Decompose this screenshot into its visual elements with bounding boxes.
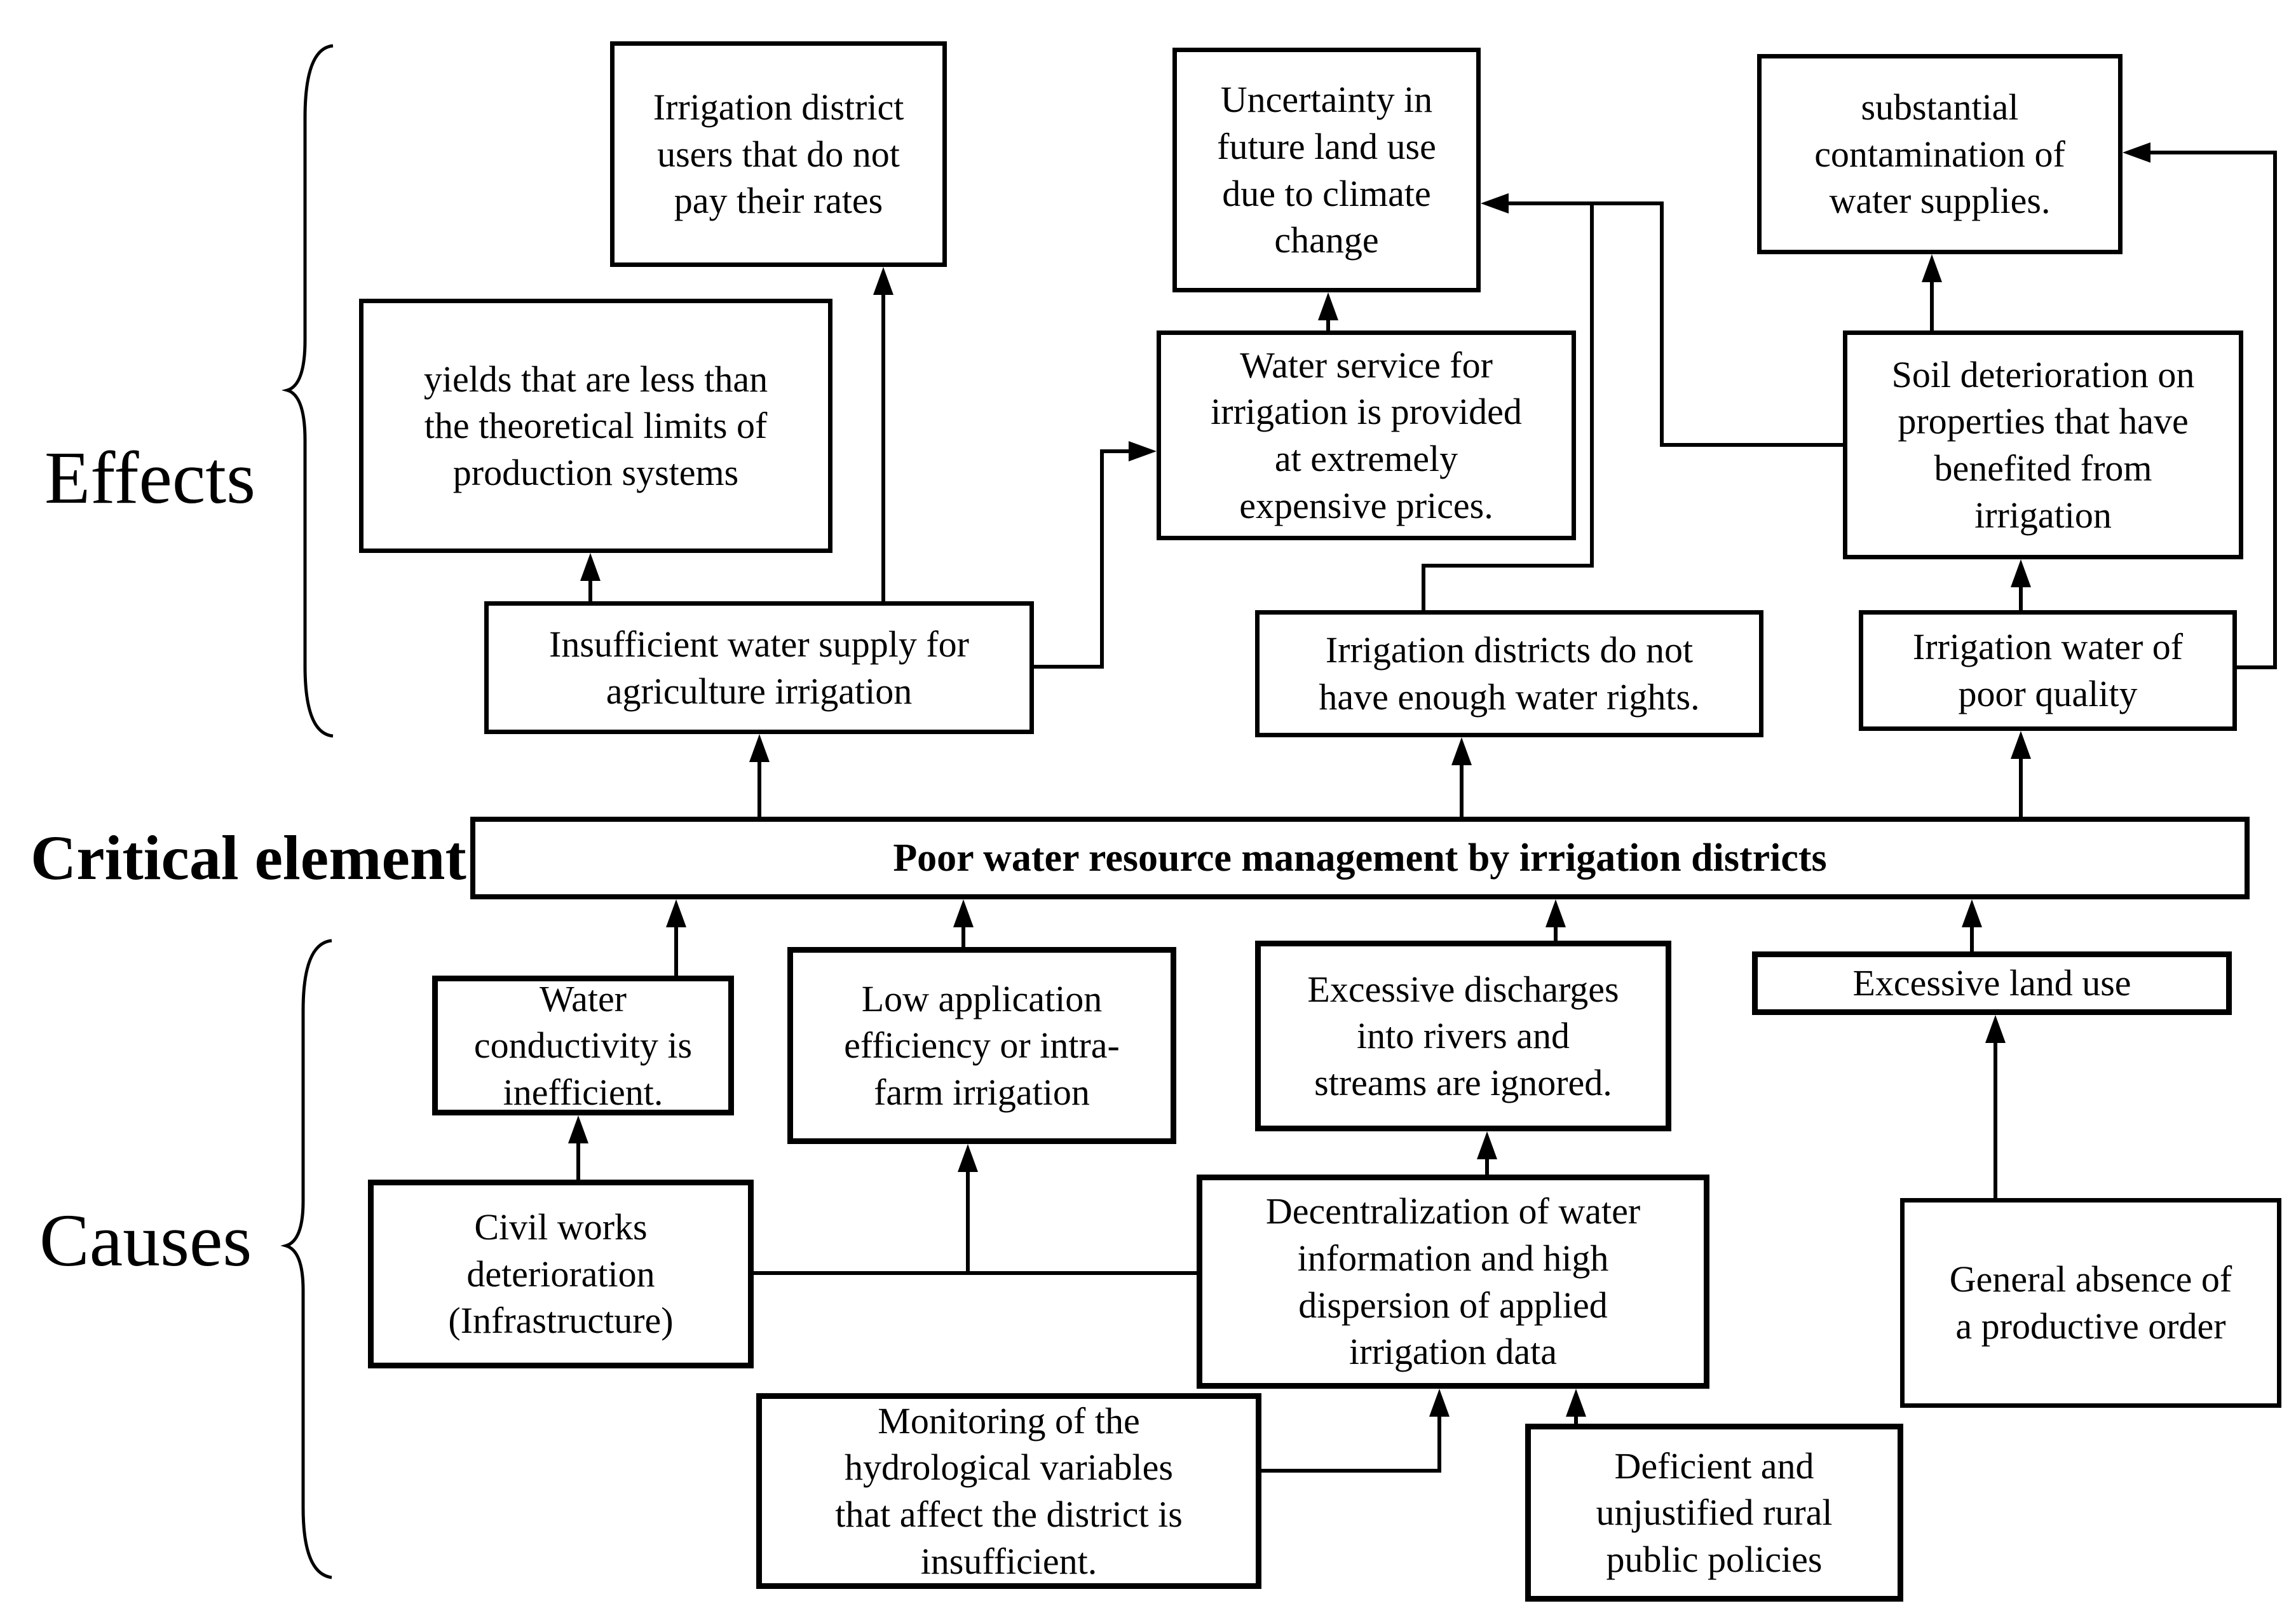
arrow-civilworks-decentralization-to-lowapplication [754, 1144, 1197, 1275]
box-uncertainty-land-use: Uncertainty in future land use due to cl… [1172, 48, 1481, 292]
arrow-bar-to-waterrights [1451, 737, 1472, 817]
box-irrigation-users: Irrigation district users that do not pa… [610, 41, 947, 267]
box-contamination: substantial contamination of water suppl… [1757, 54, 2123, 254]
arrow-poorquality-to-soil [2011, 559, 2031, 610]
causes-label: Causes [39, 1199, 252, 1282]
arrow-insufficient-to-yields [580, 553, 601, 601]
box-water-rights: Irrigation districts do not have enough … [1255, 610, 1763, 737]
box-monitoring: Monitoring of the hydrological variables… [756, 1393, 1261, 1589]
box-water-service: Water service for irrigation is provided… [1157, 330, 1576, 540]
arrow-landuse-to-bar [1962, 899, 1982, 951]
box-productive-order: General absence of a productive order [1900, 1198, 2281, 1408]
box-poor-quality: Irrigation water of poor quality [1859, 610, 2237, 731]
arrow-insufficient-to-waterservice [1029, 441, 1157, 669]
arrow-civilworks-to-conductivity [568, 1115, 588, 1180]
box-water-conductivity: Water conductivity is inefficient. [432, 976, 734, 1115]
box-soil-deterioration: Soil deterioration on properties that ha… [1843, 330, 2243, 559]
box-public-policies: Deficient and unjustified rural public p… [1525, 1424, 1903, 1602]
critical-element-label: Critical element [31, 822, 466, 893]
arrow-conductivity-to-bar [666, 899, 686, 976]
box-insufficient-supply: Insufficient water supply for agricultur… [484, 601, 1034, 734]
effects-brace [281, 44, 334, 738]
box-yields-limits: yields that are less than the theoretica… [359, 299, 832, 553]
arrow-policies-to-decentralization [1566, 1389, 1586, 1424]
arrow-monitoring-to-decentralization [1261, 1389, 1450, 1473]
arrow-poorquality-to-contamination [2123, 142, 2277, 669]
arrow-decentralization-to-discharges [1477, 1131, 1497, 1175]
arrow-lowapplication-to-bar [953, 899, 974, 947]
arrow-bar-to-insufficient [749, 734, 770, 817]
arrow-waterrights-to-uncertainty [1422, 193, 1594, 610]
arrow-soil-to-contamination [1922, 254, 1942, 330]
arrow-discharges-to-bar [1545, 899, 1566, 941]
arrow-waterservice-to-uncertainty [1318, 292, 1338, 330]
arrow-bar-to-poorquality [2011, 731, 2031, 817]
arrow-productiveorder-to-landuse [1985, 1015, 2006, 1198]
box-excessive-discharges: Excessive discharges into rivers and str… [1255, 941, 1671, 1131]
box-decentralization: Decentralization of water information an… [1197, 1175, 1709, 1389]
box-civil-works: Civil works deterioration (Infrastructur… [368, 1180, 754, 1368]
arrow-insufficient-to-users [873, 267, 893, 601]
effects-label: Effects [44, 436, 255, 519]
box-excessive-land-use: Excessive land use [1752, 951, 2232, 1015]
arrow-soil-branch-to-uncertainty [1592, 201, 1843, 447]
box-low-application: Low application efficiency or intra- far… [787, 947, 1176, 1144]
critical-element-bar: Poor water resource management by irriga… [470, 817, 2250, 899]
causes-brace [280, 939, 332, 1579]
